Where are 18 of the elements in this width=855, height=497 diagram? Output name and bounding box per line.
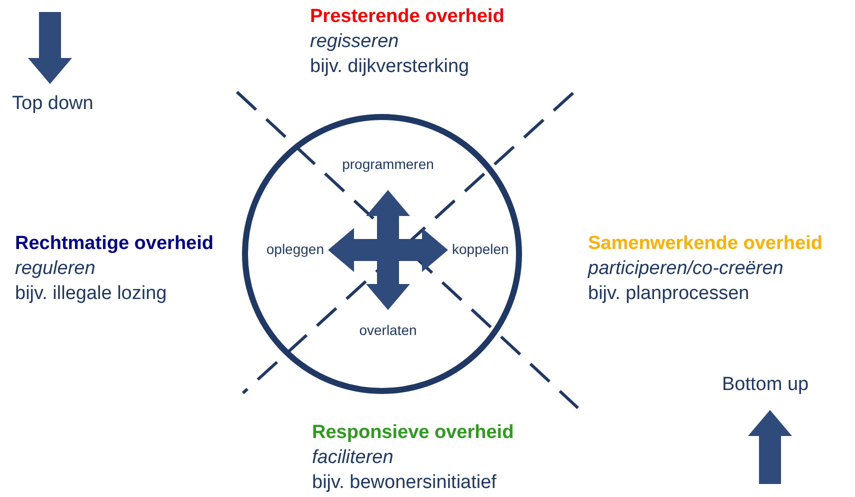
heading-text: Rechtmatige overheid [15,232,214,256]
example-text: bijv. illegale lozing [15,282,168,306]
role-text: participeren/co-creëren [588,257,784,281]
direction-label: opleggen [266,241,324,257]
direction-label: koppelen [452,241,509,257]
role-text: faciliteren [312,446,394,470]
direction-text: Bottom up [722,374,809,396]
heading-text: Samenwerkende overheid [588,232,822,256]
example-text: bijv. dijkversterking [310,55,470,79]
heading-text: Presterende overheid [310,5,504,29]
example-text: bijv. bewonersinitiatief [312,471,498,495]
role-text: reguleren [15,257,96,281]
example-text: bijv. planprocessen [588,282,750,306]
direction-label: programmeren [341,156,435,172]
heading-text: Responsieve overheid [312,421,514,445]
role-text: regisseren [310,30,400,54]
direction-label: overlaten [358,322,418,338]
direction-text: Top down [12,93,94,115]
